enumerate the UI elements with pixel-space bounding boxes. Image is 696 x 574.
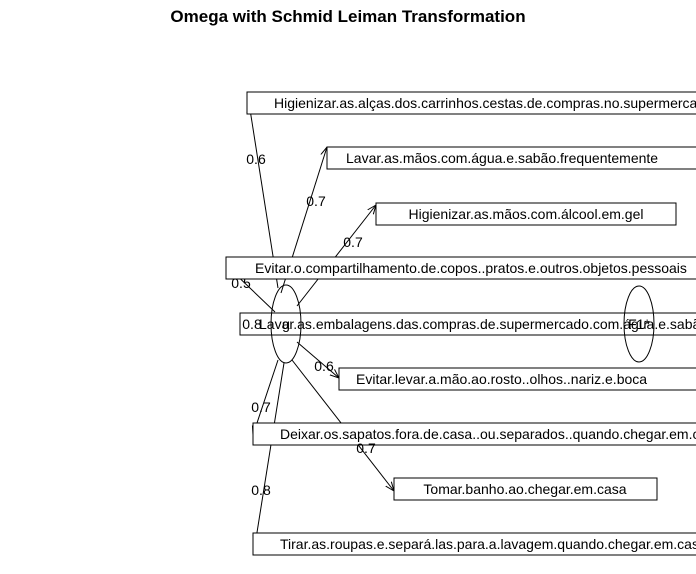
- item-box-9: [252, 532, 696, 556]
- item-label-7: Deixar.os.sapatos.fora.de.casa..ou.separ…: [280, 426, 696, 442]
- item-label-6: Evitar.levar.a.mão.ao.rosto..olhos..nari…: [356, 371, 647, 387]
- edge-item-3: [296, 205, 376, 307]
- loading-label-6: 0.6: [314, 358, 334, 374]
- diagram-title: Omega with Schmid Leiman Transformation: [170, 7, 525, 26]
- item-boxes: Higienizar.as.alças.dos.carrinhos.cestas…: [225, 91, 696, 556]
- item-label-3: Higienizar.as.mãos.com.álcool.em.gel: [409, 206, 644, 222]
- item-label-9: Tirar.as.roupas.e.separá.las.para.a.lava…: [280, 536, 696, 552]
- item-label-5: Lavar.as.embalagens.das.compras.de.super…: [259, 316, 696, 332]
- item-box-8: [393, 477, 658, 501]
- item-box-4: [225, 256, 696, 280]
- loading-label-9: 0.8: [251, 482, 271, 498]
- loading-label-1: 0.6: [246, 151, 266, 167]
- item-box-3: [375, 202, 677, 226]
- item-label-2: Lavar.as.mãos.com.água.e.sabão.frequente…: [346, 150, 658, 166]
- item-box-1: [246, 91, 696, 115]
- item-label-1: Higienizar.as.alças.dos.carrinhos.cestas…: [274, 95, 696, 111]
- item-label-8: Tomar.banho.ao.chegar.em.casa: [423, 481, 626, 497]
- loading-label-2: 0.7: [306, 193, 326, 209]
- general-factor-label: g: [282, 316, 290, 332]
- group-factor-label: F1*: [628, 316, 650, 332]
- loading-label-4: 0.5: [231, 275, 251, 291]
- item-box-7: [252, 422, 696, 446]
- loading-label-8: 0.7: [356, 440, 376, 456]
- edge-item-9: [255, 362, 285, 545]
- edge-item-6: [296, 341, 339, 378]
- item-box-6: [338, 367, 696, 391]
- loading-labels: 0.6 0.7 0.7 0.5 0.8 0.6 0.7 0.7 0.8: [231, 151, 376, 498]
- loading-label-3: 0.7: [343, 234, 363, 250]
- loading-label-5: 0.8: [242, 316, 262, 332]
- item-box-2: [326, 146, 696, 170]
- loading-label-7: 0.7: [251, 399, 271, 415]
- item-box-5: [239, 312, 696, 336]
- group-factor-node: [623, 285, 655, 363]
- general-factor-node: [270, 284, 302, 364]
- item-label-4: Evitar.o.compartilhamento.de.copos..prat…: [255, 260, 687, 276]
